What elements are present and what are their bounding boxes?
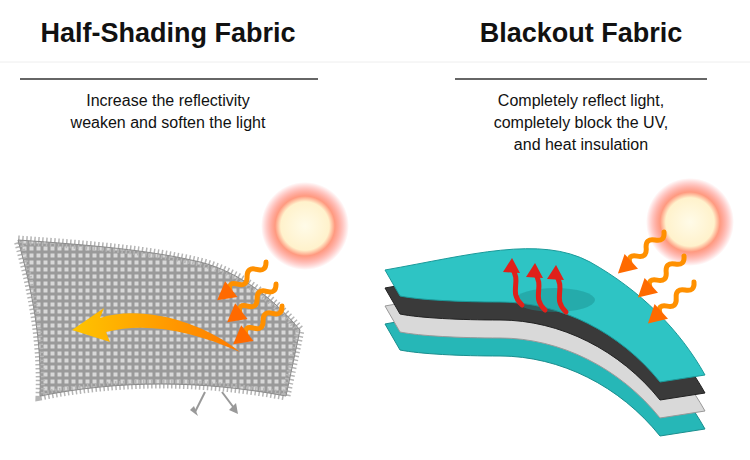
fabric-heading: Half-Shading Fabric (40, 18, 295, 49)
fabric-heading: Blackout Fabric (480, 18, 683, 49)
fabric-description: Completely reflect light, completely blo… (485, 90, 677, 156)
fabric-description: Increase the reflectivity weaken and sof… (61, 90, 275, 134)
